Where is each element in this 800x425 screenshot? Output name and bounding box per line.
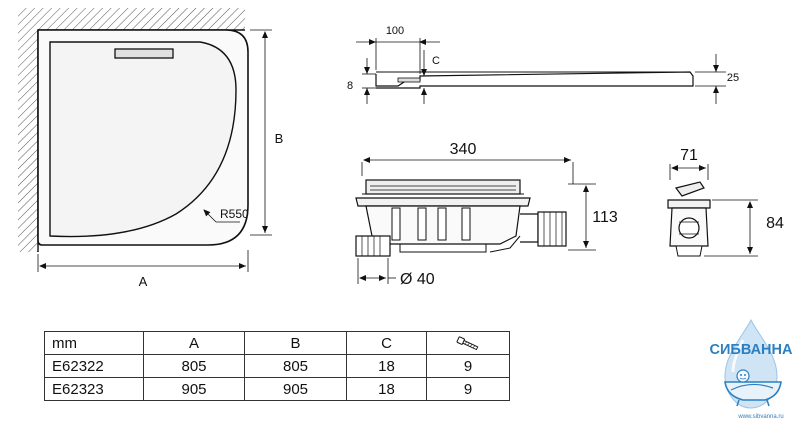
cell-b: 805 xyxy=(244,354,347,378)
cell-screws: 9 xyxy=(426,354,510,378)
header-c: C xyxy=(346,331,427,355)
dim-113-label: 113 xyxy=(592,209,618,226)
tray-basin xyxy=(49,41,237,238)
cell-a: 905 xyxy=(143,377,245,401)
cell-model: E62322 xyxy=(44,354,144,378)
dim-a-label: A xyxy=(139,274,148,289)
dim-340-label: 340 xyxy=(450,141,477,158)
header-mm: mm xyxy=(44,331,144,355)
header-a: A xyxy=(143,331,245,355)
screw-icon xyxy=(456,335,479,350)
dim-b-label: B xyxy=(275,131,284,146)
dim-8-label: 8 xyxy=(347,80,353,92)
siphon-side-view: 71 84 xyxy=(667,147,784,257)
cell-b: 905 xyxy=(244,377,347,401)
dim-100-label: 100 xyxy=(386,25,404,37)
logo-text: СИБВАННА xyxy=(710,342,793,358)
table-row: E62322 805 805 18 9 xyxy=(44,354,510,378)
spec-table: mm A B C E62322 805 805 18 9 E62323 905 xyxy=(44,331,510,401)
cell-model: E62323 xyxy=(44,377,144,401)
table-header-row: mm A B C xyxy=(44,331,510,355)
tray-profile-section: 100 8 C 25 xyxy=(347,25,739,104)
cell-screws: 9 xyxy=(426,377,510,401)
siphon-front-view: 340 113 xyxy=(355,141,618,288)
dim-outlet-label: Ø 40 xyxy=(400,271,435,288)
table-row: E62323 905 905 18 9 xyxy=(44,377,510,401)
dim-c-label: C xyxy=(432,55,440,67)
cell-c: 18 xyxy=(346,377,427,401)
cell-a: 805 xyxy=(143,354,245,378)
drain-grate xyxy=(114,48,174,59)
logo-url[interactable]: www.sibvanna.ru xyxy=(737,414,783,420)
sibvanna-logo[interactable]: СИБВАННА www.sibvanna.ru xyxy=(703,318,800,425)
dim-84-label: 84 xyxy=(766,215,784,232)
cell-c: 18 xyxy=(346,354,427,378)
dim-radius-label: R550 xyxy=(220,207,249,221)
header-screw xyxy=(426,331,510,355)
dim-25-label: 25 xyxy=(727,72,739,84)
dim-71-label: 71 xyxy=(680,147,698,164)
header-b: B xyxy=(244,331,347,355)
tray-top-view: A B R550 xyxy=(18,8,283,289)
